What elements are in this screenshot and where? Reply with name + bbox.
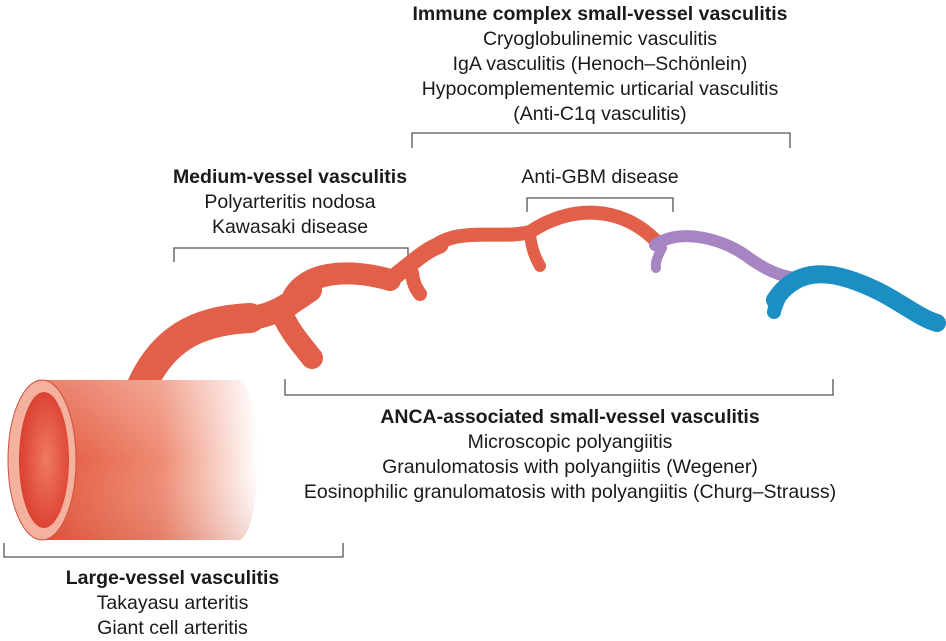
bracket-immune bbox=[411, 132, 791, 148]
capillary-blue-branch bbox=[767, 285, 789, 319]
anca-item: Eosinophilic granulomatosis with polyang… bbox=[303, 481, 837, 503]
capillary-blue bbox=[766, 265, 946, 332]
bracket-large bbox=[3, 543, 344, 558]
immune-item: (Anti-C1q vasculitis) bbox=[513, 103, 687, 125]
medium-item: Kawasaki disease bbox=[211, 216, 369, 238]
bracket-gbm bbox=[526, 197, 674, 212]
large-title: Large-vessel vasculitis bbox=[65, 567, 280, 589]
vessel-purple-branch bbox=[650, 243, 667, 273]
label-anti-gbm: Anti-GBM disease bbox=[480, 165, 720, 190]
bracket-anca bbox=[284, 379, 834, 396]
immune-item: Hypocomplementemic urticarial vasculitis bbox=[421, 78, 779, 100]
anca-item: Granulomatosis with polyangiitis (Wegene… bbox=[382, 456, 758, 478]
immune-item: Cryoglobulinemic vasculitis bbox=[482, 28, 718, 50]
immune-title: Immune complex small-vessel vasculitis bbox=[412, 3, 788, 25]
medium-title: Medium-vessel vasculitis bbox=[172, 166, 408, 188]
large-item: Giant cell arteritis bbox=[97, 617, 248, 639]
label-large-vessel: Large-vessel vasculitis Takayasu arterit… bbox=[20, 566, 325, 641]
vessel-purple bbox=[649, 230, 801, 284]
label-immune-complex: Immune complex small-vessel vasculitis C… bbox=[310, 2, 890, 127]
aorta-cylinder bbox=[7, 379, 259, 541]
medium-item: Polyarteritis nodosa bbox=[204, 191, 376, 213]
gbm-title: Anti-GBM disease bbox=[521, 166, 679, 188]
anca-title: ANCA-associated small-vessel vasculitis bbox=[380, 406, 760, 428]
large-item: Takayasu arteritis bbox=[96, 592, 249, 614]
artery-red bbox=[125, 205, 662, 405]
label-anca: ANCA-associated small-vessel vasculitis … bbox=[220, 405, 920, 505]
label-medium-vessel: Medium-vessel vasculitis Polyarteritis n… bbox=[130, 165, 450, 240]
immune-item: IgA vasculitis (Henoch–Schönlein) bbox=[452, 53, 748, 75]
anca-item: Microscopic polyangiitis bbox=[467, 431, 673, 453]
bracket-medium bbox=[173, 247, 409, 262]
